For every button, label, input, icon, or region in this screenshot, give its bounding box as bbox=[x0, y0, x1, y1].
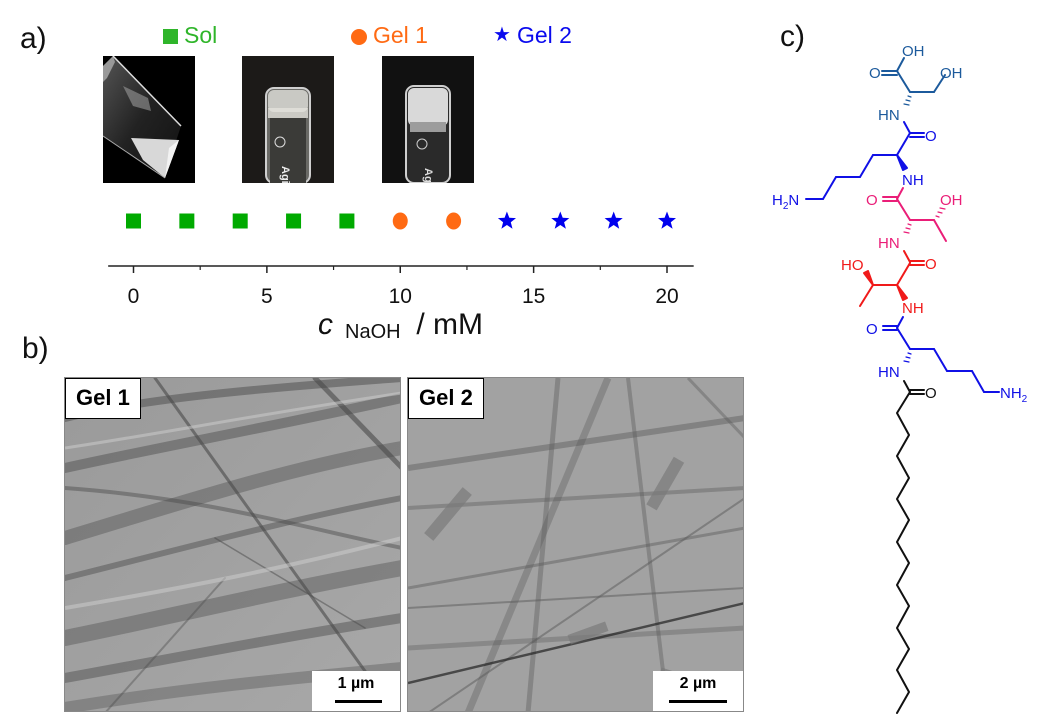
scale-bar-label: 1 µm bbox=[337, 675, 375, 692]
data-point-sol bbox=[232, 213, 248, 229]
alkyl-chain bbox=[896, 380, 925, 714]
photo-gel1: Agil bbox=[242, 56, 334, 183]
x-axis-label-main: c bbox=[318, 308, 333, 340]
panel-label-b: b) bbox=[22, 332, 49, 365]
atom-label-h2n: H2N bbox=[772, 192, 799, 212]
data-point-sol bbox=[286, 213, 302, 229]
legend-gel1: Gel 1 bbox=[351, 24, 428, 47]
lysine2-residue bbox=[882, 316, 1000, 393]
x-tick-label: 10 bbox=[389, 285, 412, 308]
data-point-sol bbox=[126, 213, 141, 229]
atom-label: O bbox=[869, 65, 881, 82]
data-point-gel2 bbox=[497, 211, 516, 229]
scale-bar bbox=[335, 700, 382, 703]
data-point-sol bbox=[339, 213, 355, 229]
scale-bar-label: 2 µm bbox=[679, 675, 717, 692]
atom-label: O bbox=[866, 192, 878, 209]
serine-residue bbox=[881, 57, 946, 106]
circle-marker-icon bbox=[351, 28, 367, 45]
atom-label: O bbox=[866, 321, 878, 338]
legend-label: Sol bbox=[184, 22, 218, 48]
tem-image-gel2: Gel 2 2 µm bbox=[407, 377, 744, 712]
x-tick-label: 5 bbox=[261, 285, 273, 308]
scale-bar bbox=[669, 700, 727, 703]
legend-label: Gel 1 bbox=[373, 22, 428, 48]
atom-label: HN bbox=[878, 107, 900, 124]
tem-label: Gel 2 bbox=[408, 378, 484, 419]
vial-text: Agile bbox=[422, 168, 434, 183]
threonine1-residue bbox=[882, 187, 947, 242]
x-tick-label: 20 bbox=[655, 285, 678, 308]
panel-label-c: c) bbox=[780, 20, 805, 53]
legend-gel2: ★Gel 2 bbox=[493, 24, 572, 47]
atom-label: NH bbox=[902, 300, 924, 317]
atom-label: HO bbox=[841, 257, 864, 274]
tem-image-gel1: Gel 1 1 µm bbox=[64, 377, 401, 712]
data-point-gel2 bbox=[604, 211, 623, 229]
data-point-gel1 bbox=[446, 212, 462, 230]
x-axis-label-subscript: NaOH bbox=[345, 321, 401, 340]
atom-label-nh2: NH2 bbox=[1000, 385, 1028, 405]
atom-label: O bbox=[925, 128, 937, 145]
scale-bar-box: 1 µm bbox=[312, 671, 400, 711]
atom-label: O bbox=[925, 256, 937, 273]
atom-label: NH bbox=[902, 172, 924, 189]
data-point-gel2 bbox=[658, 211, 676, 229]
photo-gel2: Agile bbox=[382, 56, 474, 183]
x-tick-label: 0 bbox=[128, 285, 140, 308]
vial-text: Agil bbox=[279, 166, 291, 183]
legend-sol: Sol bbox=[163, 24, 217, 47]
square-marker-icon bbox=[163, 29, 178, 45]
x-tick-label: 15 bbox=[522, 285, 545, 308]
atom-label: OH bbox=[902, 43, 925, 60]
atom-label: O bbox=[925, 385, 937, 402]
photo-sol bbox=[103, 56, 195, 183]
lysine1-residue bbox=[805, 121, 925, 200]
panel-label-a: a) bbox=[20, 22, 47, 55]
threonine2-residue bbox=[859, 250, 925, 307]
data-point-sol bbox=[179, 213, 195, 229]
legend-label: Gel 2 bbox=[516, 22, 572, 48]
data-point-gel1 bbox=[392, 212, 408, 230]
scale-bar-box: 2 µm bbox=[653, 671, 743, 711]
atom-label: OH bbox=[940, 192, 963, 209]
concentration-chart: 0 5 10 15 20 c NaOH / mM bbox=[108, 211, 694, 340]
atom-label: HN bbox=[878, 364, 900, 381]
data-point-gel2 bbox=[551, 211, 570, 229]
tem-label: Gel 1 bbox=[65, 378, 141, 419]
x-axis-label-unit: / mM bbox=[408, 308, 483, 340]
atom-label: OH bbox=[940, 65, 963, 82]
star-marker-icon: ★ bbox=[493, 23, 511, 46]
atom-label: HN bbox=[878, 235, 900, 252]
